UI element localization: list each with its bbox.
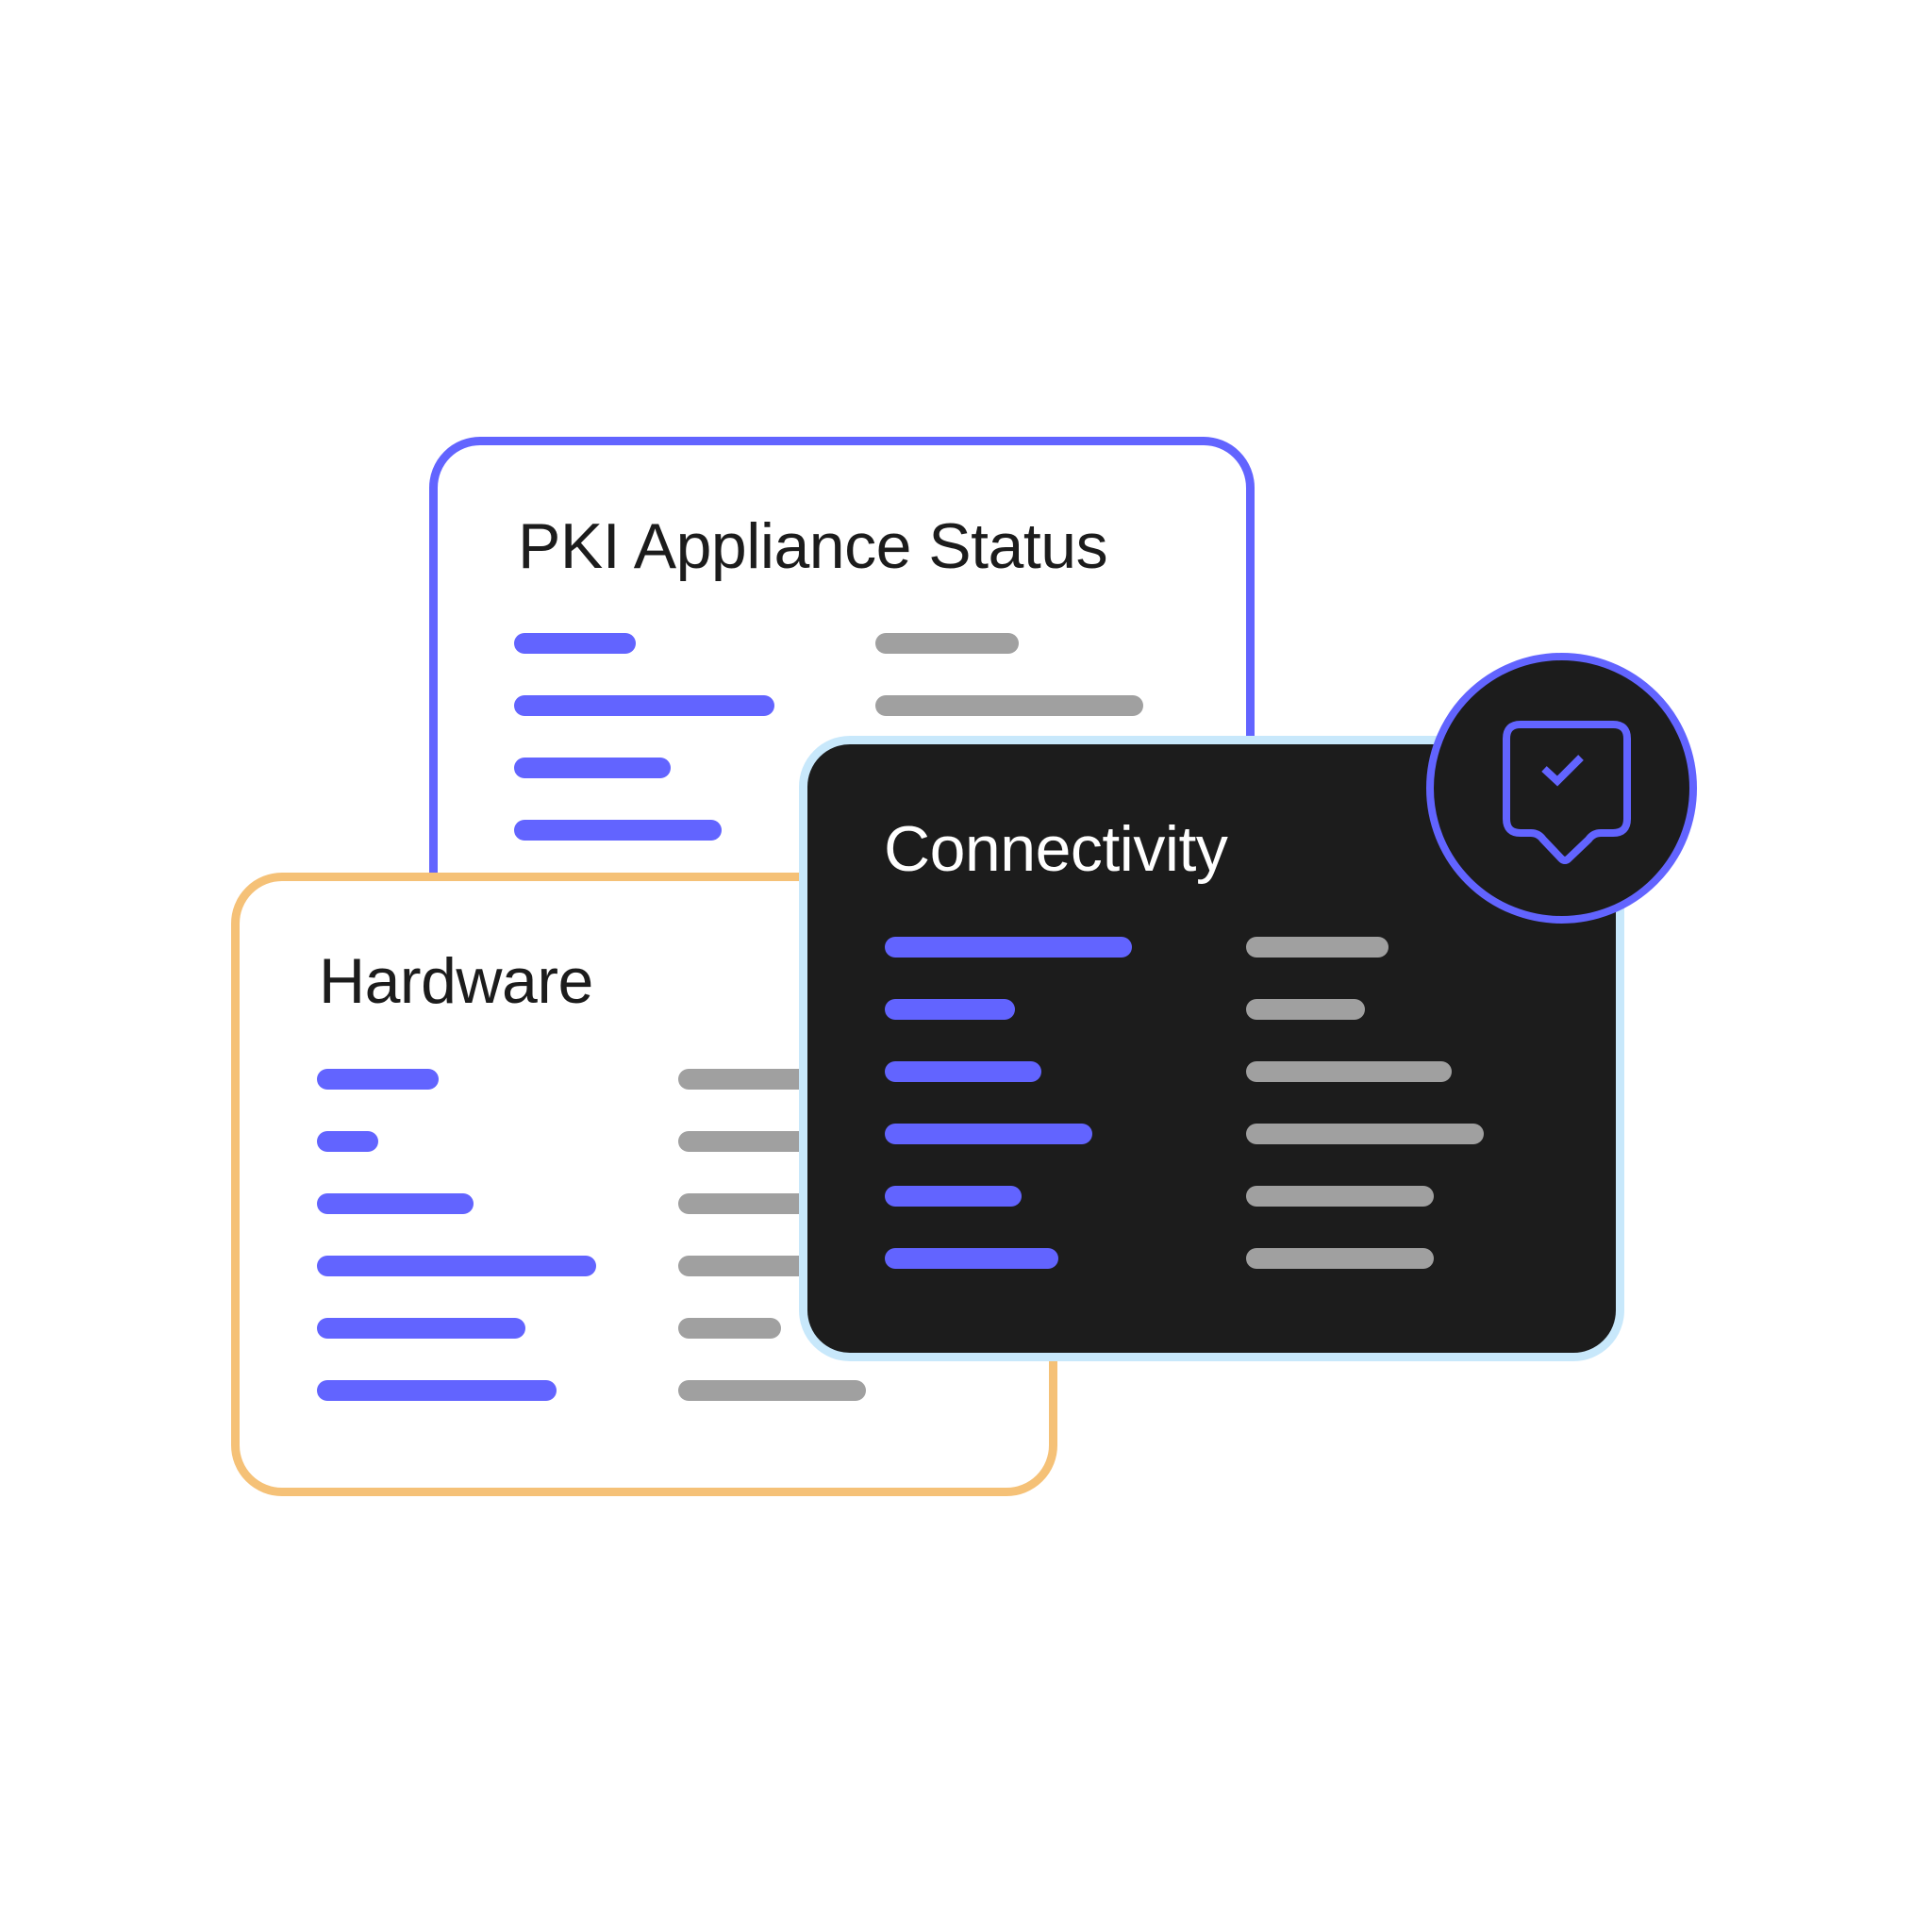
row-value-placeholder: [1246, 1186, 1434, 1207]
row-label-placeholder: [885, 937, 1132, 958]
row-value-placeholder: [875, 695, 1143, 716]
row-value-placeholder: [1246, 999, 1365, 1020]
row-value-placeholder: [1246, 1061, 1452, 1082]
row-value-placeholder: [875, 633, 1019, 654]
row-value-placeholder: [678, 1256, 829, 1276]
row-label-placeholder: [317, 1069, 439, 1090]
row-label-placeholder: [514, 758, 671, 778]
row-label-placeholder: [885, 1248, 1058, 1269]
row-label-placeholder: [317, 1380, 557, 1401]
row-label-placeholder: [317, 1256, 596, 1276]
row-value-placeholder: [678, 1380, 866, 1401]
row-label-placeholder: [317, 1131, 378, 1152]
row-value-placeholder: [678, 1069, 829, 1090]
status-check-badge: [1426, 653, 1697, 924]
row-label-placeholder: [514, 633, 636, 654]
row-value-placeholder: [1246, 1248, 1434, 1269]
row-label-placeholder: [885, 1186, 1022, 1207]
message-check-icon: [1503, 721, 1631, 864]
row-label-placeholder: [514, 820, 722, 841]
row-label-placeholder: [317, 1318, 525, 1339]
row-value-placeholder: [678, 1318, 781, 1339]
row-label-placeholder: [885, 999, 1015, 1020]
row-label-placeholder: [885, 1061, 1041, 1082]
row-value-placeholder: [1246, 937, 1389, 958]
row-value-placeholder: [678, 1193, 829, 1214]
row-label-placeholder: [514, 695, 774, 716]
row-label-placeholder: [885, 1124, 1092, 1144]
hardware-card-title: Hardware: [319, 945, 593, 1017]
row-value-placeholder: [1246, 1124, 1484, 1144]
row-label-placeholder: [317, 1193, 474, 1214]
connectivity-card-title: Connectivity: [884, 813, 1228, 885]
pki-card-title: PKI Appliance Status: [518, 510, 1108, 582]
row-value-placeholder: [678, 1131, 829, 1152]
